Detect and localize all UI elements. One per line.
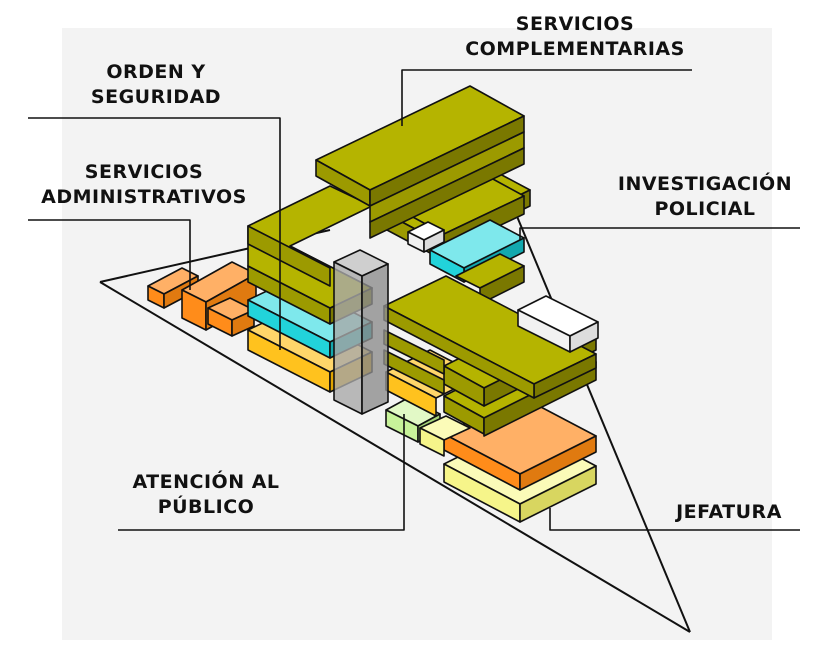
label-orden-seguridad: ORDEN Y SEGURIDAD: [66, 60, 246, 110]
label-orden-seguridad-line1: ORDEN Y: [106, 61, 206, 83]
label-atencion-publico: ATENCIÓN AL PÚBLICO: [106, 470, 306, 520]
label-servicios-complementarias: SERVICIOS COMPLEMENTARIAS: [440, 12, 710, 62]
leader-investigacion-policial: [519, 227, 800, 240]
leader-servicios-complementarias: [401, 69, 692, 126]
leader-atencion-publico: [118, 414, 405, 531]
block-servicios-complementarias: [315, 85, 531, 255]
label-atencion-publico-line1: ATENCIÓN AL: [132, 471, 280, 493]
leader-jefatura: [549, 508, 800, 531]
label-orden-seguridad-line2: SEGURIDAD: [90, 86, 222, 108]
label-investigacion-policial: INVESTIGACIÓN POLICIAL: [600, 172, 810, 222]
label-servicios-administrativos-line2: ADMINISTRATIVOS: [41, 186, 247, 208]
circulation-core: [333, 249, 389, 415]
label-investigacion-policial-line1: INVESTIGACIÓN: [617, 173, 793, 195]
white-box-large: [517, 295, 599, 353]
leader-lines: [28, 69, 800, 531]
label-jefatura: JEFATURA: [654, 500, 804, 525]
label-atencion-publico-line2: PÚBLICO: [157, 496, 255, 518]
label-servicios-administrativos-line1: SERVICIOS: [84, 161, 204, 183]
label-servicios-complementarias-line2: COMPLEMENTARIAS: [465, 38, 685, 60]
block-olive-right-stack: [383, 275, 597, 437]
label-servicios-administrativos: SERVICIOS ADMINISTRATIVOS: [24, 160, 264, 210]
label-servicios-complementarias-line1: SERVICIOS: [515, 13, 635, 35]
label-jefatura-line1: JEFATURA: [676, 501, 782, 523]
label-investigacion-policial-line2: POLICIAL: [654, 198, 756, 220]
white-box-small: [407, 221, 445, 253]
leader-orden-seguridad: [28, 117, 281, 350]
leader-servicios-administrativos: [28, 219, 191, 290]
